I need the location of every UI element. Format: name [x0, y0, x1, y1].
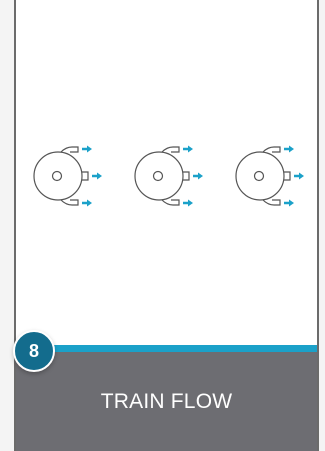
pump-icon — [33, 146, 89, 206]
train-flow-diagram — [33, 145, 304, 207]
arrow-right-icon — [284, 145, 294, 153]
card-footer: TRAIN FLOW — [16, 352, 317, 451]
pump-icon — [235, 146, 291, 206]
arrow-right-icon — [82, 145, 92, 153]
arrow-right-icon — [92, 172, 102, 180]
step-card: TRAIN FLOW — [14, 0, 319, 451]
arrow-right-icon — [82, 199, 92, 207]
pump-icon — [134, 146, 190, 206]
arrow-right-icon — [193, 172, 203, 180]
arrow-right-icon — [183, 199, 193, 207]
arrow-right-icon — [183, 145, 193, 153]
step-number-badge: 8 — [13, 330, 55, 372]
arrow-right-icon — [294, 172, 304, 180]
accent-bar — [16, 345, 317, 352]
step-title: TRAIN FLOW — [100, 389, 233, 413]
arrow-right-icon — [284, 199, 294, 207]
